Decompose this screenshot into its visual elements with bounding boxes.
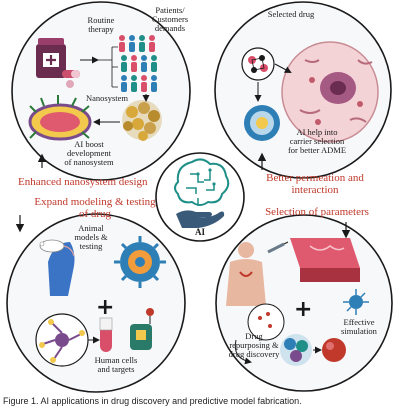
- label-nanosystem: Nanosystem: [85, 93, 129, 103]
- arrow-drug-to-cell: [274, 63, 292, 73]
- label-effective-simulation: Effective simulation: [341, 317, 377, 336]
- gloved-hand-mouse-icon: [39, 239, 75, 296]
- cell-with-receptors-icon: [35, 313, 89, 367]
- ai-brain-icon: [174, 158, 230, 206]
- transition-expand-modeling: Expand modeling & testing of drug: [34, 196, 156, 220]
- human-body-icon: [226, 242, 266, 306]
- label-ai-help: AI help into carrier selection for bette…: [287, 127, 347, 155]
- figure-canvas: + +: [6, 1, 393, 393]
- hand-icon: [176, 210, 225, 228]
- label-center-ai: AI: [194, 227, 205, 237]
- label-human-cells: Human cells and targets: [94, 355, 138, 374]
- receptor-target-icon: [130, 308, 154, 350]
- arrow-repurposing-loop: [234, 339, 252, 365]
- figure-caption: Figure 1. AI applications in drug discov…: [3, 396, 302, 406]
- patient-connector-lines: [98, 46, 118, 88]
- transition-enhanced-design: Enhanced nanosystem design: [18, 176, 148, 188]
- virus-target-icon: [114, 236, 166, 288]
- transition-selection-parameters: Selection of parameters: [265, 206, 369, 218]
- microscope-sample-icon: [247, 303, 285, 341]
- plus-sign-left: +: [96, 295, 114, 320]
- test-tube-icon: [99, 317, 113, 352]
- tissue-block-icon: [290, 238, 360, 282]
- patients-group-icon: [119, 35, 157, 92]
- cell-icon: [281, 41, 379, 143]
- nanosystem-particles-icon: [122, 100, 162, 141]
- tumor-icon: [322, 338, 346, 362]
- label-animal-models: Animal models & testing: [74, 223, 108, 251]
- nanoparticle-ligands-icon: [343, 289, 369, 315]
- label-selected-drug: Selected drug: [267, 9, 315, 19]
- label-patients-demands: Patients/ Customers demands: [151, 5, 189, 33]
- cell-cluster-icon: [280, 334, 312, 366]
- plus-sign-right: +: [294, 297, 312, 322]
- medicine-bottle-icon: [36, 38, 66, 78]
- label-routine-therapy: Routine therapy: [87, 15, 115, 34]
- selected-drug-molecule-icon: [241, 47, 275, 81]
- transition-better-permeation: Better permeation and interaction: [266, 172, 364, 196]
- syringe-icon: [267, 241, 289, 254]
- label-drug-repurposing: Drug repurposing & drug discovery: [228, 331, 280, 359]
- liposome-nanocarrier-icon: [28, 95, 92, 141]
- pill-capsules-icon: [62, 70, 80, 88]
- carrier-particle-icon: [244, 105, 280, 141]
- label-ai-boost: AI boost development of nanosystem: [64, 139, 114, 167]
